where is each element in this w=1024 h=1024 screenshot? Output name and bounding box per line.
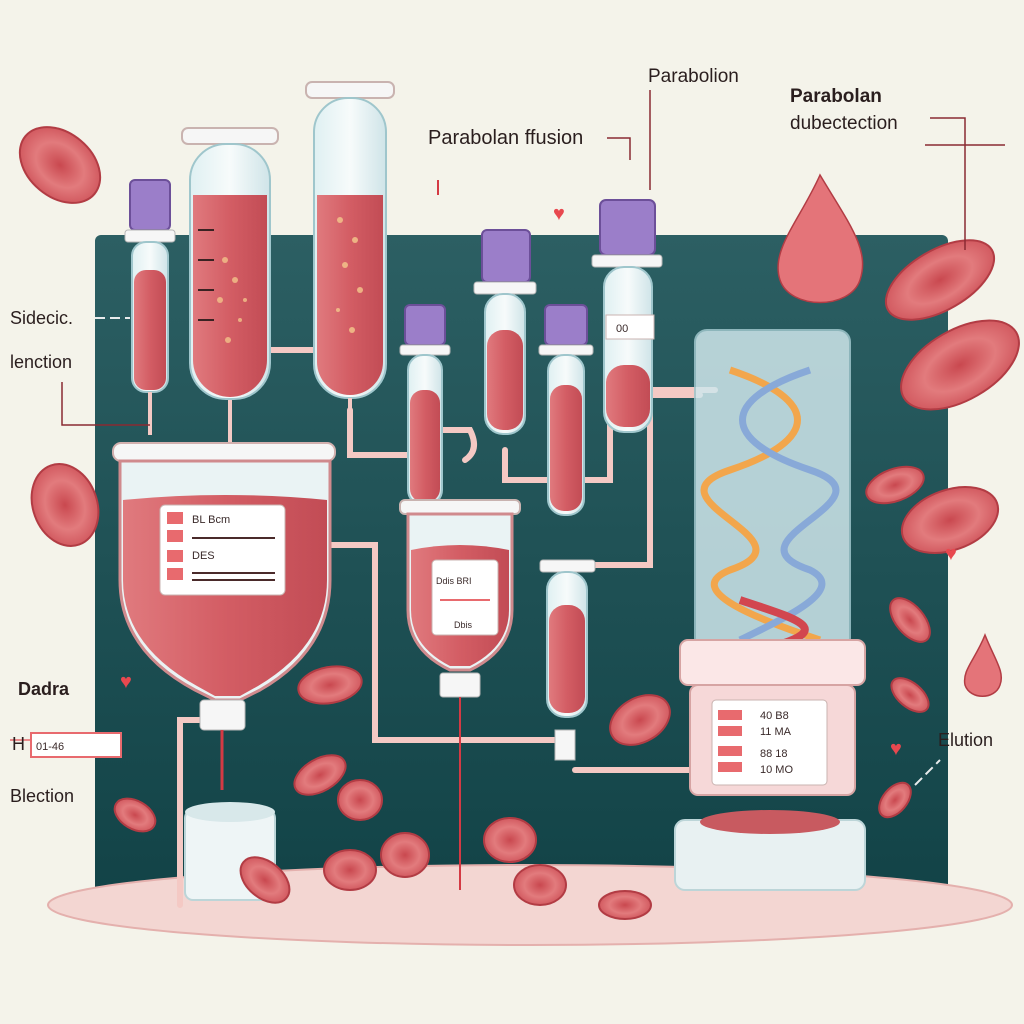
tube-label: 00 bbox=[616, 323, 628, 335]
label-dadra: Dadra bbox=[18, 679, 70, 699]
bag-label-line1: BL Bcm bbox=[192, 514, 230, 526]
h-value-box bbox=[30, 732, 122, 758]
flask-label-line1: Ddis BRI bbox=[436, 576, 472, 586]
test-tube-lower bbox=[539, 559, 596, 761]
label-parabolan: Parabolan bbox=[790, 86, 882, 107]
jar-label-row1: 40 B8 bbox=[760, 710, 789, 722]
dashed-lines bbox=[95, 317, 941, 786]
blood-collection-bag bbox=[112, 442, 336, 790]
label-elution: Elution bbox=[938, 730, 993, 750]
label-sidecic: Sidecic. bbox=[10, 308, 73, 328]
heart-icons: ♥ ♥ ♥ ♥ bbox=[120, 203, 957, 760]
red-blood-cells bbox=[18, 126, 1020, 920]
bag-label-line2: DES bbox=[192, 550, 215, 562]
test-tube-mid-1 bbox=[399, 304, 451, 506]
jar-label-row3: 88 18 bbox=[760, 748, 788, 760]
jar-label-row4: 10 MO bbox=[760, 764, 793, 776]
h-value: 01-46 bbox=[36, 741, 64, 753]
flask-label-line2: Dbis bbox=[454, 620, 473, 630]
test-tube-small-left bbox=[124, 179, 176, 435]
separation-flask bbox=[399, 499, 521, 890]
blood-drops bbox=[777, 173, 1002, 697]
jar-label-row2: 11 MA bbox=[760, 726, 792, 738]
test-tube-large-2 bbox=[305, 81, 395, 410]
label-lenction: lenction bbox=[10, 352, 72, 372]
svg-text:♥: ♥ bbox=[890, 738, 902, 760]
label-parabolion: Parabolion bbox=[648, 66, 739, 87]
test-tube-mid-2 bbox=[473, 229, 537, 435]
svg-text:♥: ♥ bbox=[120, 671, 132, 693]
test-tube-right bbox=[591, 199, 663, 433]
label-parabolan-fusion: Parabolan ffusion bbox=[428, 127, 583, 149]
svg-text:♥: ♥ bbox=[945, 543, 957, 565]
test-tube-mid-3 bbox=[538, 304, 594, 516]
label-h: H bbox=[12, 734, 25, 754]
dna-column bbox=[674, 329, 866, 891]
svg-text:♥: ♥ bbox=[553, 203, 565, 225]
label-dubectection: dubectection bbox=[790, 113, 898, 134]
test-tube-large-1 bbox=[181, 127, 279, 460]
label-blection: Blection bbox=[10, 786, 74, 806]
